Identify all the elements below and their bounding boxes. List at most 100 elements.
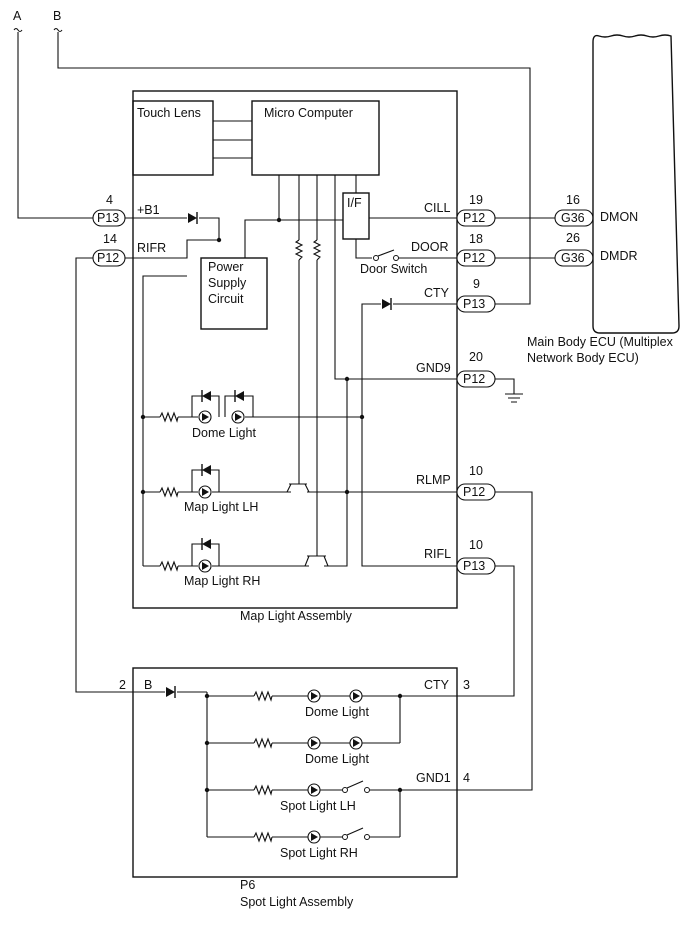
main-body-ecu-label-2: Network Body ECU) bbox=[527, 351, 639, 365]
spot-light-assembly-code: P6 bbox=[240, 878, 255, 892]
main-body-ecu-box bbox=[592, 34, 680, 334]
power-supply-label-3: Circuit bbox=[208, 292, 244, 306]
main-body-ecu-label-1: Main Body ECU (Multiplex bbox=[527, 335, 674, 349]
pin-door-connector: P12 bbox=[463, 251, 485, 265]
pin-door-number: 18 bbox=[469, 232, 483, 246]
spot-lh-switch-contact-icon bbox=[342, 787, 348, 793]
junction-dot bbox=[204, 740, 210, 746]
door-switch-lever-icon bbox=[377, 249, 395, 257]
junction-dot bbox=[344, 376, 350, 382]
spot-light-lh-label: Spot Light LH bbox=[280, 799, 356, 813]
pin-rlmp-connector: P12 bbox=[463, 485, 485, 499]
wire-mc-gnd bbox=[324, 175, 457, 567]
input-b-label: B bbox=[53, 9, 61, 23]
input-a-label: A bbox=[13, 9, 22, 23]
resistor-icon bbox=[159, 560, 179, 572]
pin-cill-signal: CILL bbox=[424, 201, 450, 215]
spot-light-assembly-box bbox=[132, 667, 458, 878]
spot-light-assembly-label: Spot Light Assembly bbox=[240, 895, 354, 909]
wire-a bbox=[17, 32, 93, 219]
touch-lens-box bbox=[132, 100, 214, 176]
pin-rifl-signal: RIFL bbox=[424, 547, 451, 561]
micro-computer-box bbox=[251, 100, 380, 176]
resistor-icon bbox=[159, 486, 179, 498]
resistor-icon bbox=[253, 690, 273, 702]
wire-b bbox=[57, 32, 531, 305]
power-supply-box bbox=[200, 257, 268, 330]
connector-p13-cty bbox=[456, 295, 496, 313]
map-light-lh-bulb-icon bbox=[198, 485, 212, 499]
junction-dot bbox=[397, 787, 403, 793]
pin-b-signal: B bbox=[144, 678, 152, 692]
interface-label: I/F bbox=[347, 196, 362, 210]
input-b-break-mark bbox=[53, 27, 63, 33]
map-light-rh-bulb-icon bbox=[198, 559, 212, 573]
pin-rlmp-number: 10 bbox=[469, 464, 483, 478]
pin-dmon-signal: DMON bbox=[600, 210, 638, 224]
resistor-icon bbox=[253, 784, 273, 796]
junction-dot bbox=[359, 414, 365, 420]
pin-cty-spot-number: 3 bbox=[463, 678, 470, 692]
pin-cill-number: 19 bbox=[469, 193, 483, 207]
spot-rh-switch-contact-icon bbox=[342, 834, 348, 840]
wire-rifr-internal bbox=[125, 239, 219, 259]
pin-rifl-number: 10 bbox=[469, 538, 483, 552]
wire-rifl-to-cty bbox=[457, 565, 515, 697]
spot-rh-switch-contact-icon bbox=[364, 834, 370, 840]
resistor-icon bbox=[312, 239, 322, 261]
pin-dmdr-signal: DMDR bbox=[600, 249, 638, 263]
junction-dot bbox=[140, 414, 146, 420]
touch-lens-links bbox=[213, 120, 252, 159]
wire-mc-to-if bbox=[355, 175, 457, 219]
spot-dome-light-2-bulb-icon bbox=[349, 736, 363, 750]
junction-dot bbox=[344, 489, 350, 495]
ground-icon bbox=[495, 378, 523, 403]
connector-p12-rifr bbox=[92, 249, 126, 267]
wire-mc-to-supply bbox=[244, 175, 343, 258]
wire-rlmp-to-gnd1 bbox=[457, 491, 533, 791]
wire-spot-gnd-rail bbox=[399, 789, 457, 837]
spot-lh-switch-lever-icon bbox=[346, 780, 364, 789]
map-light-rh-label: Map Light RH bbox=[184, 574, 260, 588]
map-light-assembly-label: Map Light Assembly bbox=[240, 609, 353, 623]
spot-b-diode-icon bbox=[165, 685, 176, 699]
resistor-icon bbox=[159, 411, 179, 423]
pin-cty-signal: CTY bbox=[424, 286, 450, 300]
spot-dome-light-1-label: Dome Light bbox=[305, 705, 369, 719]
junction-dot bbox=[397, 693, 403, 699]
spot-dome-light-2-label: Dome Light bbox=[305, 752, 369, 766]
dome-light-label: Dome Light bbox=[192, 426, 256, 440]
map-light-lh-label: Map Light LH bbox=[184, 500, 258, 514]
spot-rh-switch-lever-icon bbox=[346, 827, 364, 836]
pin-dmon-number: 16 bbox=[566, 193, 580, 207]
pin-cty-spot-signal: CTY bbox=[424, 678, 450, 692]
junction-dot bbox=[140, 489, 146, 495]
map-rh-bypass-diode-icon bbox=[201, 537, 212, 551]
resistor-icon bbox=[253, 737, 273, 749]
pin-rifl-connector: P13 bbox=[463, 559, 485, 573]
pin-rifr-signal: RIFR bbox=[137, 241, 166, 255]
pin-dmon-connector: G36 bbox=[561, 211, 585, 225]
map-lh-transistor-icon bbox=[286, 483, 310, 493]
pin-gnd9-number: 20 bbox=[469, 350, 483, 364]
junction-dot bbox=[204, 693, 210, 699]
pin-gnd1-number: 4 bbox=[463, 771, 470, 785]
door-switch-label: Door Switch bbox=[360, 262, 427, 276]
pin-cty-number: 9 bbox=[473, 277, 480, 291]
spot-light-lh-bulb-icon bbox=[307, 783, 321, 797]
pin-rifr-number: 14 bbox=[103, 232, 117, 246]
spot-dome-light-1-bulb-icon bbox=[307, 689, 321, 703]
pin-b1-number: 4 bbox=[106, 193, 113, 207]
junction-dot bbox=[276, 217, 282, 223]
junction-dot bbox=[216, 237, 222, 243]
map-lh-bypass-diode-icon bbox=[201, 463, 212, 477]
door-switch-contact-icon bbox=[373, 255, 379, 261]
door-switch-contact-icon bbox=[393, 255, 399, 261]
wire-b1 bbox=[125, 217, 220, 240]
power-supply-label-2: Supply bbox=[208, 276, 247, 290]
wire-cty bbox=[361, 303, 457, 567]
wire-rifr-to-spot-b bbox=[75, 257, 165, 693]
b1-diode-icon bbox=[187, 211, 198, 225]
pin-dmdr-number: 26 bbox=[566, 231, 580, 245]
